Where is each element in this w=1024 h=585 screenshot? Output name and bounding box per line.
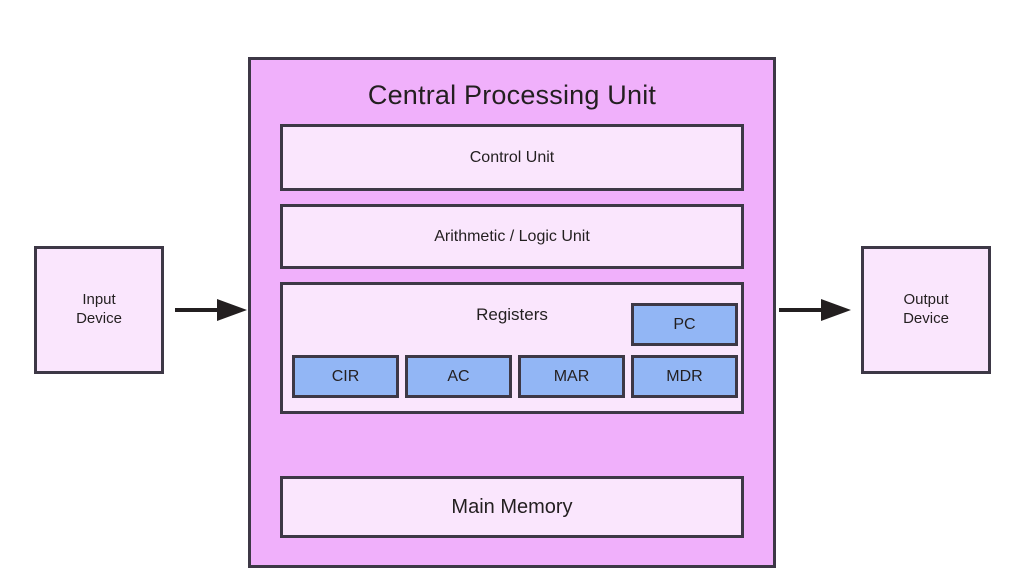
cpu-title: Central Processing Unit <box>367 80 657 110</box>
arithmetic-logic-unit-label: Arithmetic / Logic Unit <box>434 227 590 245</box>
register-ac-label: AC <box>447 367 470 385</box>
register-mdr: MDR <box>631 355 738 398</box>
main-memory-box: Main Memory <box>280 476 744 538</box>
registers-row: CIR AC MAR MDR <box>292 355 738 398</box>
registers-label: Registers <box>476 305 548 324</box>
control-unit-box: Control Unit <box>280 124 744 191</box>
register-cir-label: CIR <box>331 367 360 385</box>
arrow-input-to-cpu-icon <box>175 299 247 321</box>
register-pc: PC <box>631 303 738 346</box>
registers-box: Registers PC CIR AC MAR MDR <box>280 282 744 414</box>
input-device-box: Input Device <box>34 246 164 374</box>
register-mar-label: MAR <box>553 367 590 385</box>
arithmetic-logic-unit-box: Arithmetic / Logic Unit <box>280 204 744 269</box>
output-device-box: Output Device <box>861 246 991 374</box>
register-mdr-label: MDR <box>666 367 703 385</box>
register-mar: MAR <box>518 355 625 398</box>
main-memory-label: Main Memory <box>451 495 573 518</box>
register-pc-label: PC <box>673 315 696 333</box>
control-unit-label: Control Unit <box>469 148 555 166</box>
arrow-cpu-to-output-icon <box>779 299 851 321</box>
input-device-label-line1: Input <box>82 291 116 309</box>
output-device-label-line2: Device <box>903 310 949 327</box>
register-ac: AC <box>405 355 512 398</box>
register-cir: CIR <box>292 355 399 398</box>
input-device-label-line2: Device <box>76 310 122 327</box>
output-device-label-line1: Output <box>903 291 949 309</box>
